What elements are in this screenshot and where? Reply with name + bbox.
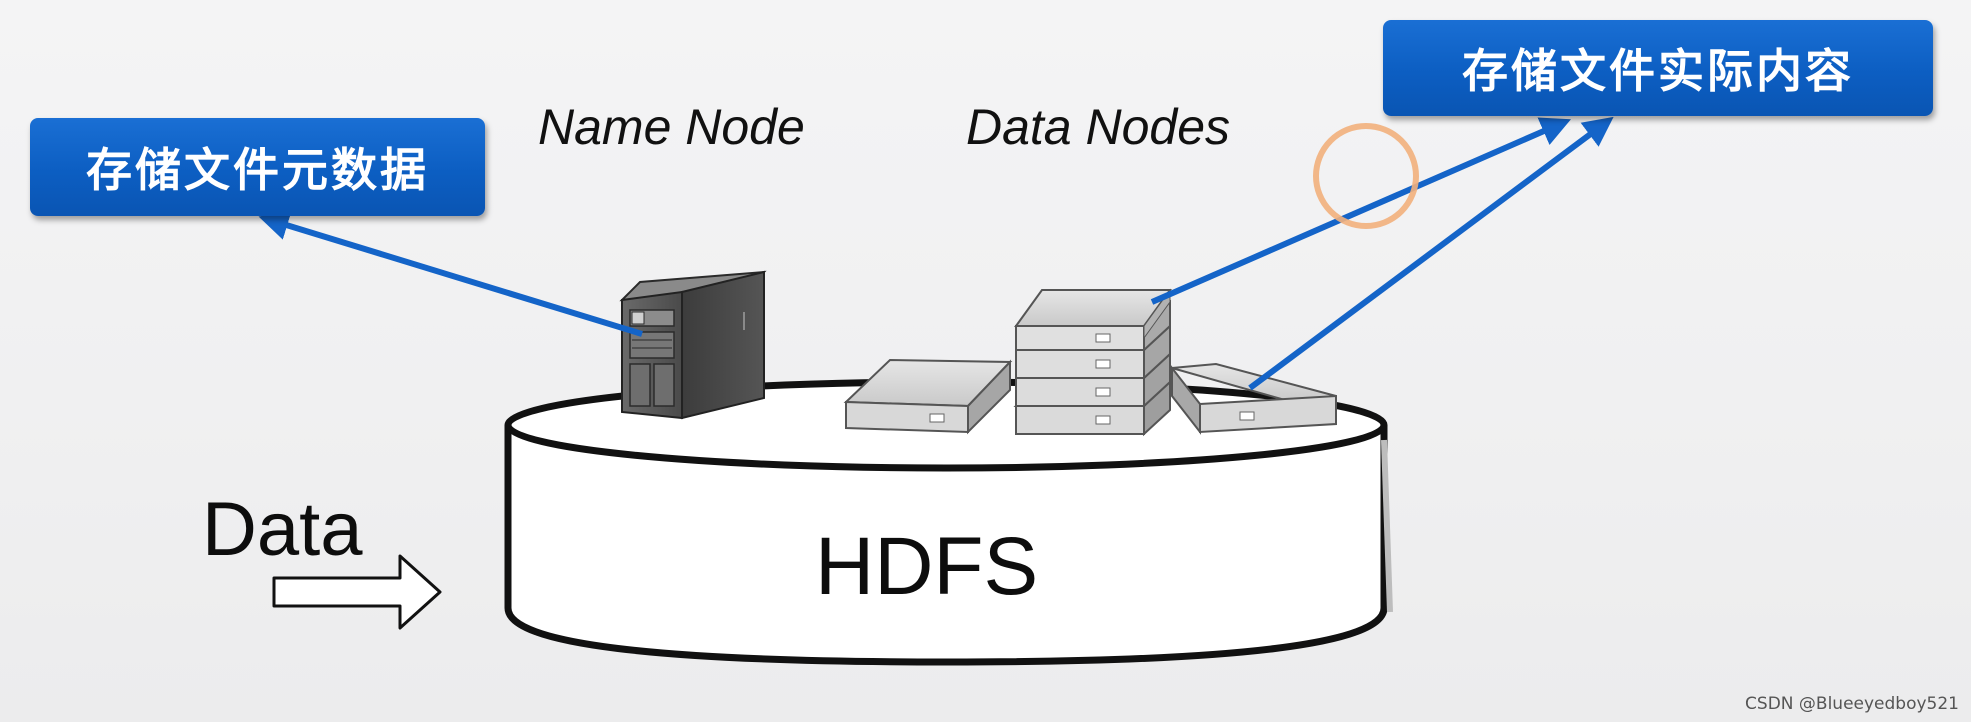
data-label: Data xyxy=(202,487,363,572)
hdfs-label: HDFS xyxy=(815,521,1039,612)
data-nodes-label: Data Nodes xyxy=(966,99,1231,155)
content-arrow-stack xyxy=(1150,117,1571,305)
metadata-callout: 存储文件元数据 xyxy=(30,118,485,216)
metadata-arrow xyxy=(258,210,643,337)
highlight-ring xyxy=(1313,123,1419,229)
data-node-server-stack-icon xyxy=(1013,288,1173,437)
content-callout: 存储文件实际内容 xyxy=(1383,20,1933,116)
content-arrow-right xyxy=(1248,116,1614,391)
watermark: CSDN @Blueeyedboy521 xyxy=(1745,694,1959,714)
name-node-server-icon xyxy=(619,270,767,420)
name-node-label: Name Node xyxy=(538,99,805,155)
data-input-arrow-icon xyxy=(272,554,442,630)
data-node-server-left-icon xyxy=(843,358,1013,435)
